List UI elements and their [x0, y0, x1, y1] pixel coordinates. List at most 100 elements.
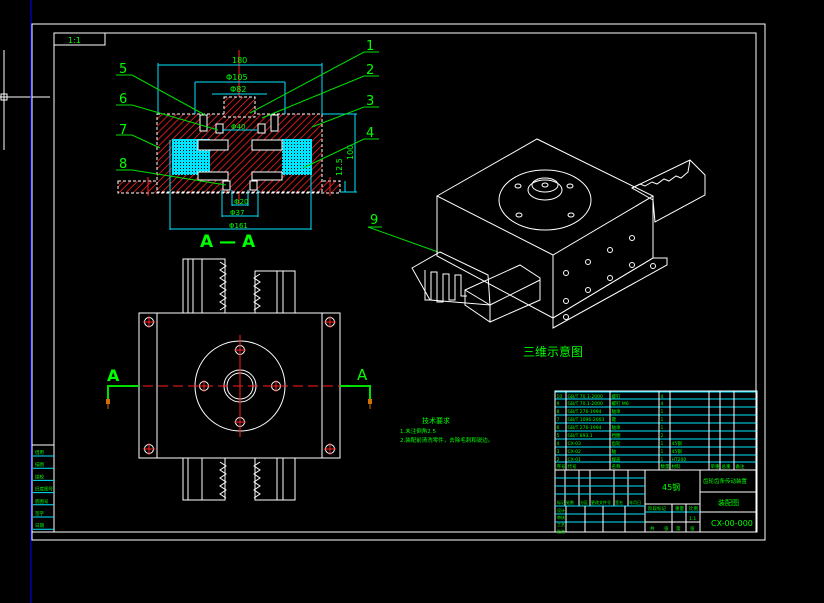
product-name: 齿轮齿条传动装置	[703, 477, 748, 485]
drawing-frame	[53, 32, 757, 533]
parts-list-cell: GB/T 276-1994	[568, 409, 602, 415]
sheet-border	[31, 23, 766, 541]
cut-marker-left: A	[106, 366, 139, 409]
dim-d105: Φ105	[226, 73, 248, 82]
parts-list-cell: 数量	[661, 463, 670, 470]
revision-header: 处数	[566, 499, 574, 505]
dim-d82: Φ82	[230, 85, 246, 94]
parts-list-cell: 2	[557, 457, 560, 463]
crosshair-cursor	[0, 50, 50, 150]
tech-req-line-1: 1.未注倒角2.5	[400, 427, 436, 435]
parts-list-cell: CX-03	[568, 441, 581, 447]
balloon-7: 7	[119, 123, 127, 138]
rack-rails	[182, 258, 296, 501]
sheet-unit-2: 张	[690, 525, 695, 532]
parts-list-cell: 1	[661, 417, 664, 423]
cut-marker-right: A	[340, 366, 372, 409]
parts-list-cell: 4	[557, 441, 560, 447]
parts-list-cell: GB/T 70.1-2000	[568, 401, 604, 407]
parts-list-cell: 9	[557, 401, 560, 407]
revision-header: 标记	[557, 499, 565, 505]
balloon-5: 5	[119, 62, 127, 77]
balloon-3: 3	[366, 94, 374, 109]
dim-d161: Φ161	[229, 222, 248, 230]
parts-list-cell: 名称	[612, 463, 621, 470]
drawing-type: 装配图	[718, 498, 739, 507]
scale-value: 1:1	[689, 516, 696, 522]
technical-requirements: 技术要求 1.未注倒角2.5 2.装配前清洗零件，去除毛刺和锐边。	[400, 416, 493, 444]
parts-list-cell: CX-02	[568, 449, 581, 455]
parts-list-cell: 代号	[568, 463, 577, 470]
parts-list-cell: GB/T 276-1994	[568, 425, 602, 431]
parts-list-cell: 8	[557, 409, 560, 415]
iso-caption: 三维示意图	[523, 344, 583, 359]
parts-list-cell: 单重	[711, 463, 720, 470]
left-strip-label: 描校	[35, 473, 44, 480]
parts-list-cell: 1	[661, 425, 664, 431]
parts-list-cell: 3	[557, 449, 560, 455]
parts-list-cell: 键	[612, 416, 617, 423]
stage-label: 阶段标记	[648, 505, 666, 512]
revision-header: 分区	[580, 499, 588, 505]
scale-label-box: 1:1	[53, 32, 106, 46]
dim-12-5: 12.5	[335, 158, 344, 176]
parts-list-cell: 螺钉	[612, 393, 621, 400]
part-balloons: 5 6 7 8 1 2 3 4 9	[116, 39, 439, 253]
sheet-unit-1: 张	[664, 525, 669, 532]
parts-list-cell: 1	[661, 409, 664, 415]
parts-list-row: 8 GB/T 276-1994 轴承 1	[557, 408, 664, 415]
parts-list-cell: 螺钉 M6	[612, 400, 629, 407]
parts-list-cell: 序号	[557, 463, 566, 470]
rack-slot-left	[197, 139, 229, 151]
parts-list-cell: GB/T 70.1-2000	[568, 394, 604, 400]
balloon-1: 1	[366, 39, 374, 54]
approval-row-label: 工艺	[557, 522, 565, 527]
cut-label-right: A	[357, 366, 368, 384]
shaft-top	[223, 96, 256, 118]
revision-header: 更改文件号	[591, 499, 611, 505]
dim-d40: Φ40	[231, 123, 245, 131]
dim-width: 180	[232, 56, 247, 65]
scale-label-tb: 比例	[689, 505, 698, 512]
dimensions: 180 Φ105 Φ82 Φ40 100 12.5 Φ20 Φ37 Φ161	[157, 56, 357, 230]
parts-list-cell: HT200	[672, 457, 687, 463]
parts-list-cell: 6	[557, 425, 560, 431]
parts-list-cell: 总重	[722, 463, 731, 470]
approval-row-label: 批准	[557, 528, 565, 534]
parts-list-cell: 2	[661, 433, 664, 439]
parts-list-cell: 45钢	[672, 448, 683, 455]
parts-list-cell: 45钢	[672, 440, 683, 447]
parts-list-cell: 备注	[736, 463, 745, 470]
parts-list-cell: 齿轮	[612, 440, 621, 447]
sheet-total-label: 共	[650, 525, 655, 532]
revision-header: 年月日	[629, 499, 641, 505]
tech-req-line-2: 2.装配前清洗零件，去除毛刺和锐边。	[400, 436, 493, 444]
approval-row-label: 审核	[557, 514, 565, 520]
material-label: 45钢	[662, 482, 680, 492]
parts-list-row: 序号代号 名称 数量材料 单重总重备注	[557, 463, 745, 470]
balloon-9: 9	[370, 213, 378, 228]
left-strip-label: 签字	[35, 510, 44, 517]
parts-list-cell: 材料	[672, 463, 681, 470]
dim-height: 100	[346, 145, 355, 160]
dim-d20: Φ20	[234, 198, 248, 206]
parts-list-cell: 1	[661, 457, 664, 463]
left-strip-label: 借用	[35, 449, 44, 456]
rack-slot-left-lower	[197, 171, 229, 181]
dim-d37: Φ37	[230, 209, 244, 217]
rack-slot-right	[251, 139, 283, 151]
parts-list-cell: 4	[661, 401, 664, 407]
parts-list-cell: 轴承	[612, 408, 621, 415]
cut-label-left: A	[107, 366, 120, 385]
left-strip-label: 底图号	[35, 498, 49, 505]
tech-req-title: 技术要求	[422, 416, 450, 425]
parts-list-cell: 10	[557, 394, 563, 400]
left-strip-label: 描图	[35, 461, 44, 468]
